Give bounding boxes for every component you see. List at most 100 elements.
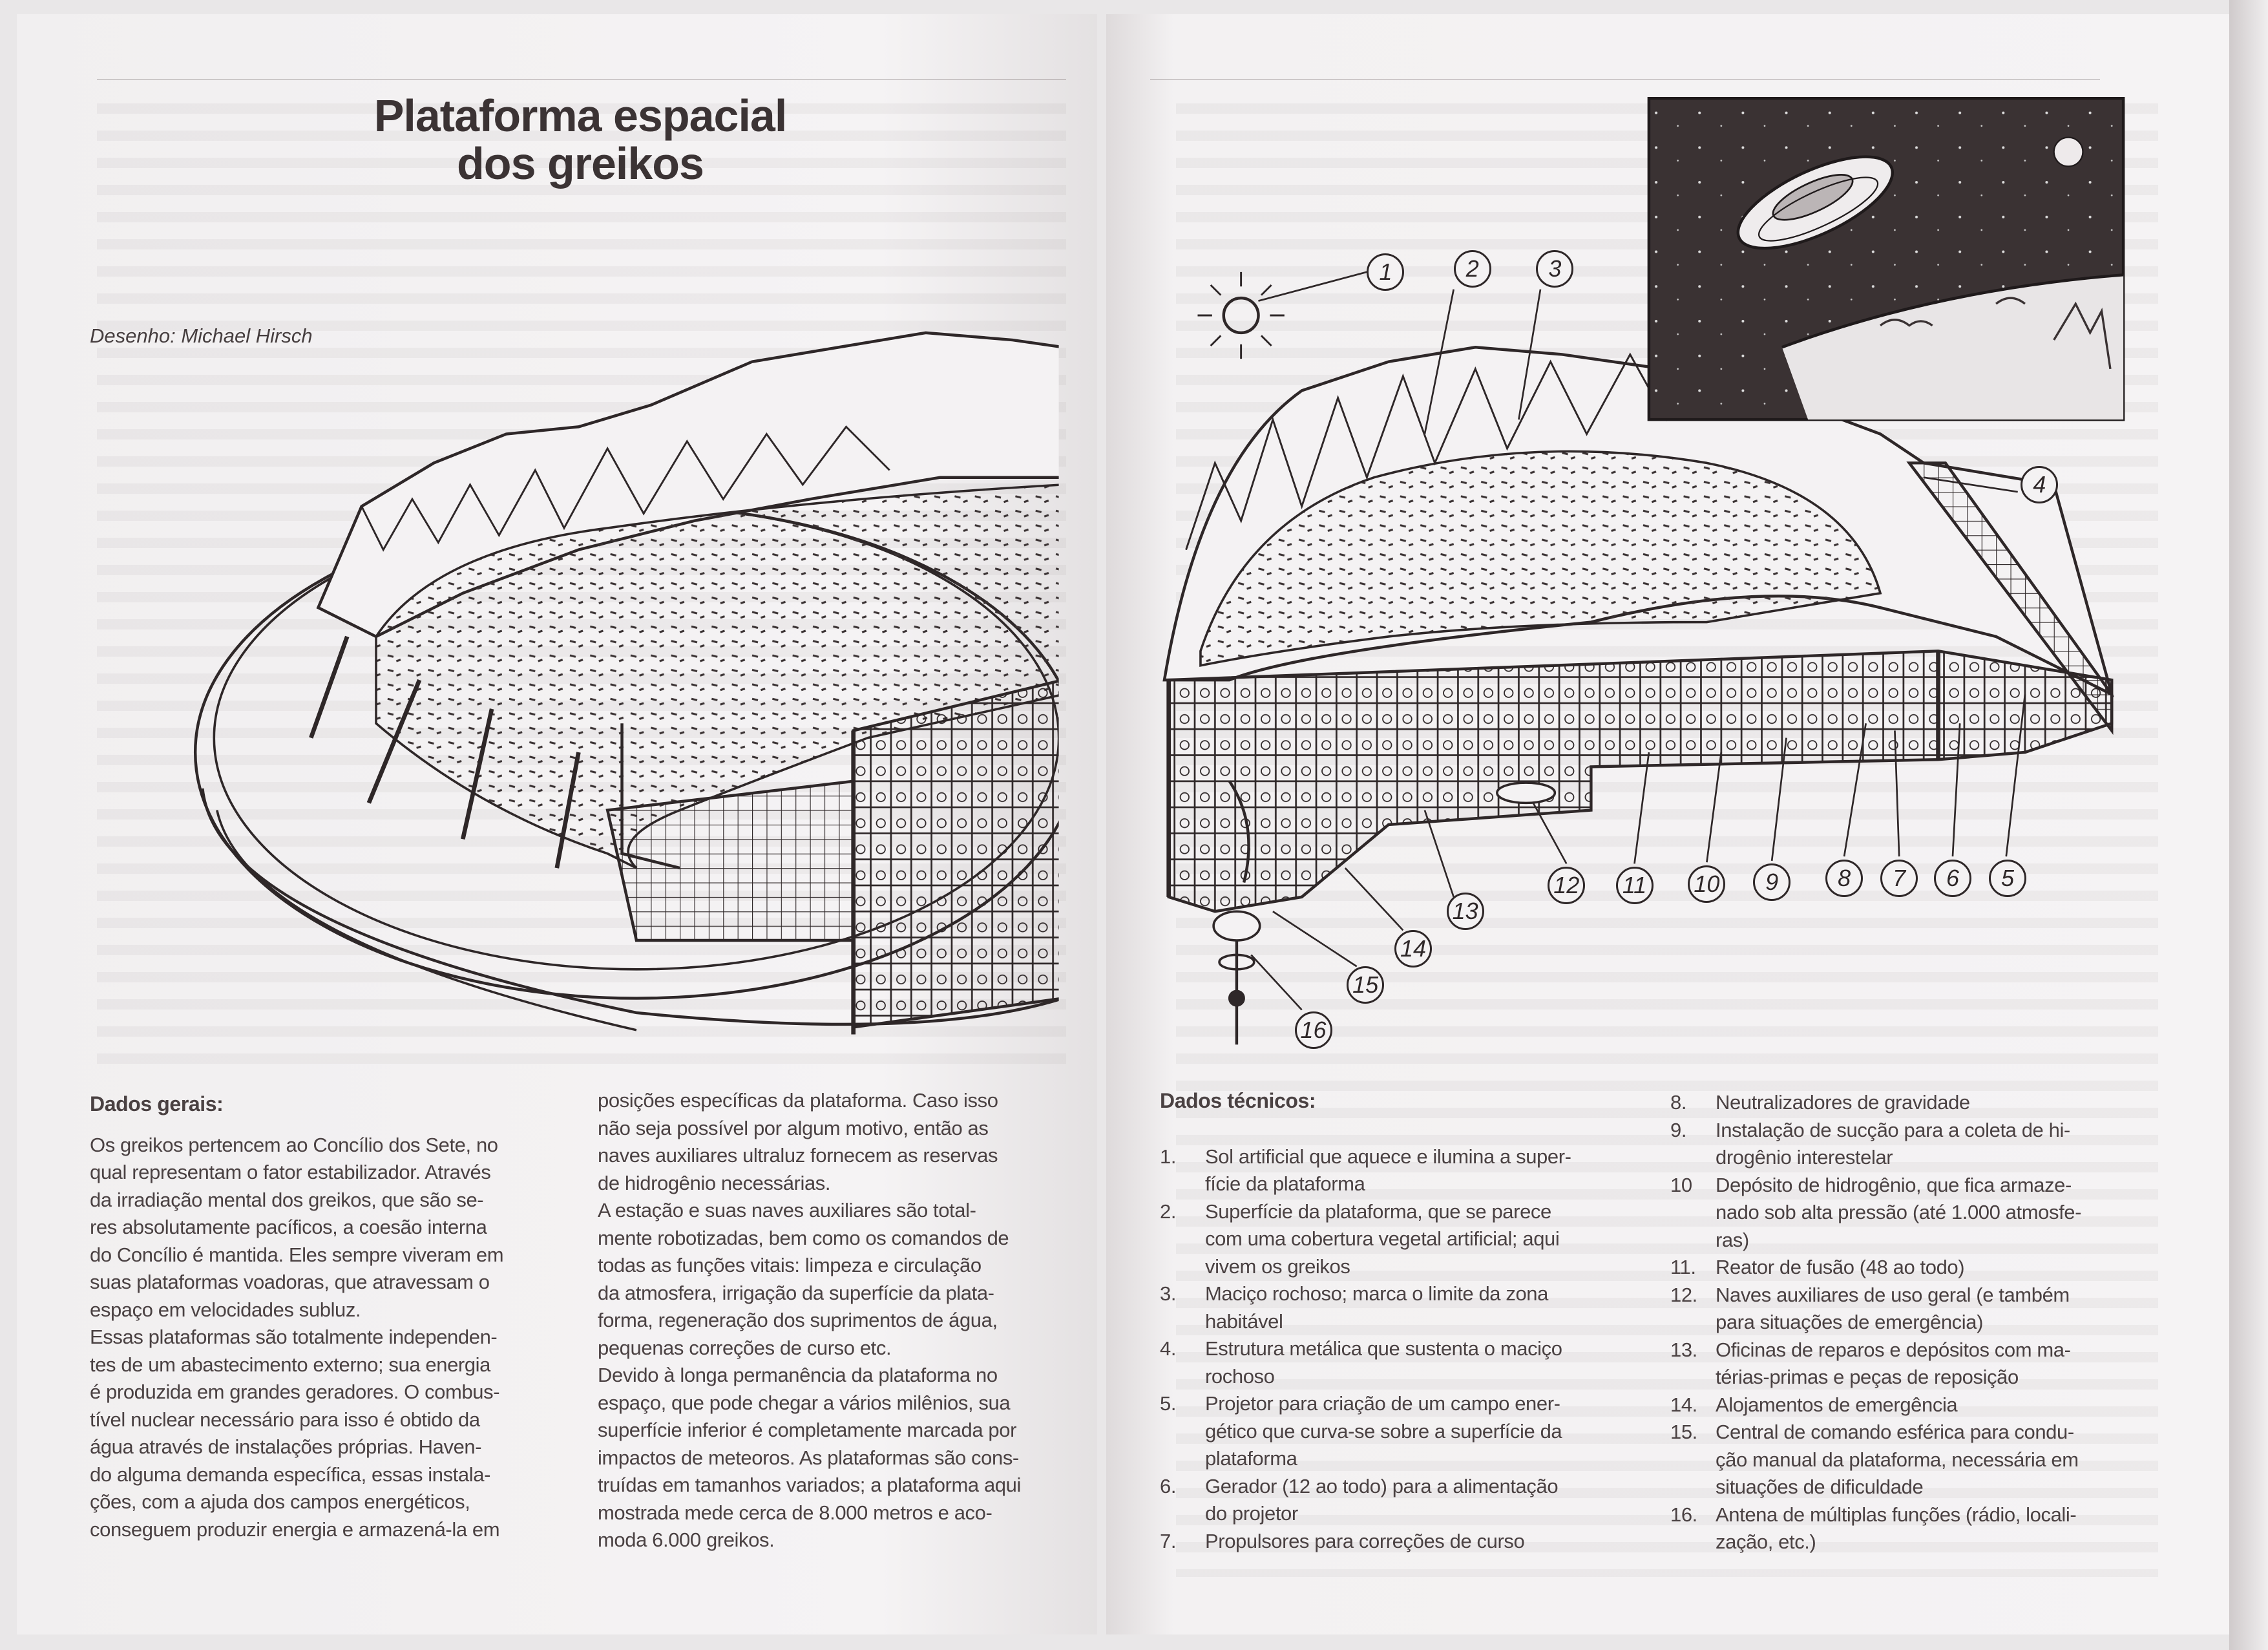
text-line: suas plataformas voadoras, que atravessa… xyxy=(90,1271,490,1293)
text-line: de hidrogênio necessárias. xyxy=(598,1171,831,1194)
text-line: moda 6.000 greikos. xyxy=(598,1528,775,1551)
text-line: posições específicas da plataforma. Caso… xyxy=(598,1089,998,1112)
text-line: naves auxiliares ultraluz fornecem as re… xyxy=(598,1144,998,1167)
technical-item-12: 12. Naves auxiliares de uso geral (e tamb… xyxy=(1670,1282,2136,1337)
item-text-line: habitável xyxy=(1205,1309,1283,1333)
text-line: tível nuclear necessário para isso é obt… xyxy=(90,1408,480,1431)
text-line: forma, regeneração dos suprimentos de ág… xyxy=(598,1309,998,1331)
callout-15: 15 xyxy=(1347,966,1385,1004)
text-line: da irradiação mental dos greikos, que sã… xyxy=(90,1188,484,1211)
item-number: 15. xyxy=(1670,1421,1697,1443)
item-text-line: Reator de fusão (48 ao todo) xyxy=(1716,1256,1965,1278)
item-text-line: Projetor para criação de um campo ener- xyxy=(1205,1392,1560,1415)
item-text-line: plataforma xyxy=(1205,1447,1297,1470)
text-line: Devido à longa permanência da plataforma… xyxy=(598,1364,998,1386)
callout-2: 2 xyxy=(1453,250,1491,288)
item-text-line: do projetor xyxy=(1205,1502,1298,1525)
callout-3: 3 xyxy=(1536,250,1574,288)
callout-12: 12 xyxy=(1548,866,1586,904)
text-line: truídas em tamanhos variados; a platafor… xyxy=(598,1474,1021,1496)
item-text-line: Gerador (12 ao todo) para a alimentação xyxy=(1205,1474,1559,1497)
item-text-line: Instalação de sucção para a coleta de hi… xyxy=(1716,1118,2070,1141)
item-text-line: Superfície da plataforma, que se parece xyxy=(1205,1200,1551,1223)
technical-heading: Dados técnicos: xyxy=(1160,1089,1316,1112)
item-text-line: zação, etc.) xyxy=(1716,1530,1816,1553)
callout-4: 4 xyxy=(2021,465,2059,503)
item-number: 14. xyxy=(1670,1393,1697,1416)
item-number: 10 xyxy=(1670,1173,1692,1196)
item-text-line: nado sob alta pressão (até 1.000 atmosfe… xyxy=(1716,1201,2082,1223)
text-line: mente robotizadas, bem como os comandos … xyxy=(598,1226,1009,1249)
item-text-line: Sol artificial que aquece e ilumina a su… xyxy=(1205,1145,1571,1168)
item-text-line: Antena de múltiplas funções (rádio, loca… xyxy=(1716,1503,2077,1526)
item-text-line: Naves auxiliares de uso geral (e também xyxy=(1716,1283,2070,1306)
item-text-line: situações de dificuldade xyxy=(1716,1475,1924,1498)
callout-1: 1 xyxy=(1367,253,1405,291)
text-line: Essas plataformas são totalmente indepen… xyxy=(90,1326,498,1348)
callout-13: 13 xyxy=(1446,893,1484,931)
technical-item-3: 3.Maciço rochoso; marca o limite da zona… xyxy=(1160,1280,1625,1335)
text-line: qual representam o fator estabilizador. … xyxy=(90,1161,491,1183)
item-number: 4. xyxy=(1160,1337,1177,1360)
item-text-line: fície da plataforma xyxy=(1205,1172,1365,1195)
item-text-line: com uma cobertura vegetal artificial; aq… xyxy=(1205,1227,1560,1250)
text-line: res absolutamente pacíficos, a coesão in… xyxy=(90,1216,487,1238)
item-text-line: ras) xyxy=(1716,1228,1749,1251)
text-line: água através de instalações próprias. Ha… xyxy=(90,1435,482,1458)
title-line: dos greikos xyxy=(457,138,704,189)
text-line: do Concílio é mantida. Eles sempre viver… xyxy=(90,1243,504,1266)
technical-item-15: 15. Central de comando esférica para cond… xyxy=(1670,1419,2136,1501)
callout-16: 16 xyxy=(1294,1011,1332,1049)
technical-item-5: 5. Projetor para criação de um campo ener… xyxy=(1160,1390,1625,1473)
technical-item-11: 11.Reator de fusão (48 ao todo) xyxy=(1670,1254,2136,1282)
technical-item-6: 6.Gerador (12 ao todo) para a alimentaçã… xyxy=(1160,1473,1625,1528)
item-number: 7. xyxy=(1160,1529,1177,1552)
callout-5: 5 xyxy=(1989,859,2027,897)
text-line: ções, com a ajuda dos campos energéticos… xyxy=(90,1490,470,1513)
technical-data-column: Dados técnicos: 1. Sol artificial que aqu… xyxy=(1160,1087,1625,1555)
callout-8: 8 xyxy=(1825,859,1864,897)
callout-7: 7 xyxy=(1880,859,1918,897)
technical-item-16: 16. Antena de múltiplas funções (rádio, l… xyxy=(1670,1501,2136,1556)
item-text-line: Alojamentos de emergência xyxy=(1716,1393,1958,1416)
item-text-line: rochoso xyxy=(1205,1364,1275,1388)
text-line: A estação e suas naves auxiliares são to… xyxy=(598,1199,976,1222)
technical-item-4: 4. Estrutura metálica que sustenta o maci… xyxy=(1160,1335,1625,1390)
callout-14: 14 xyxy=(1394,930,1432,968)
header-rule xyxy=(1150,79,2100,80)
callout-6: 6 xyxy=(1933,859,1971,897)
item-number: 16. xyxy=(1670,1503,1697,1526)
item-text-line: drogênio interestelar xyxy=(1716,1146,1893,1169)
item-text-line: vivem os greikos xyxy=(1205,1254,1350,1278)
general-data-continued: posições específicas da plataforma. Caso… xyxy=(598,1087,1063,1554)
item-number: 9. xyxy=(1670,1118,1687,1141)
item-number: 5. xyxy=(1160,1392,1177,1415)
text-line: impactos de meteoros. As plataformas são… xyxy=(598,1446,1019,1469)
technical-item-14: 14. Alojamentos de emergência xyxy=(1670,1391,2136,1419)
item-text-line: Estrutura metálica que sustenta o maciço xyxy=(1205,1337,1562,1360)
item-number: 13. xyxy=(1670,1338,1697,1361)
general-data-column: Dados gerais: Os greikos pertencem ao Co… xyxy=(90,1090,555,1543)
text-line: conseguem produzir energia e armazená-la… xyxy=(90,1518,500,1541)
item-text-line: Propulsores para correções de curso xyxy=(1205,1529,1525,1552)
item-number: 12. xyxy=(1670,1283,1697,1306)
item-number: 1. xyxy=(1160,1145,1177,1168)
item-text-line: Oficinas de reparos e depósitos com ma- xyxy=(1716,1338,2071,1361)
technical-item-13: 13. Oficinas de reparos e depósitos com m… xyxy=(1670,1337,2136,1391)
text-line: espaço, que pode chegar a vários milênio… xyxy=(598,1391,1011,1414)
item-number: 2. xyxy=(1160,1200,1177,1223)
item-text-line: Depósito de hidrogênio, que fica armaze- xyxy=(1716,1173,2072,1196)
item-number: 3. xyxy=(1160,1282,1177,1305)
item-text-line: Central de comando esférica para condu- xyxy=(1716,1421,2074,1443)
illustration-credit: Desenho: Michael Hirsch xyxy=(90,324,313,347)
text-line: é produzida em grandes geradores. O comb… xyxy=(90,1380,500,1403)
general-text: Os greikos pertencem ao Concílio dos Set… xyxy=(90,1132,555,1544)
header-rule xyxy=(97,79,1066,80)
article-title: Plataforma espacial dos greikos xyxy=(354,92,806,187)
item-text-line: Neutralizadores de gravidade xyxy=(1716,1091,1970,1114)
technical-item-2: 2. Superfície da plataforma, que se parec… xyxy=(1160,1198,1625,1281)
text-line: do alguma demanda específica, essas inst… xyxy=(90,1463,490,1486)
text-line: espaço em velocidades subluz. xyxy=(90,1298,361,1321)
